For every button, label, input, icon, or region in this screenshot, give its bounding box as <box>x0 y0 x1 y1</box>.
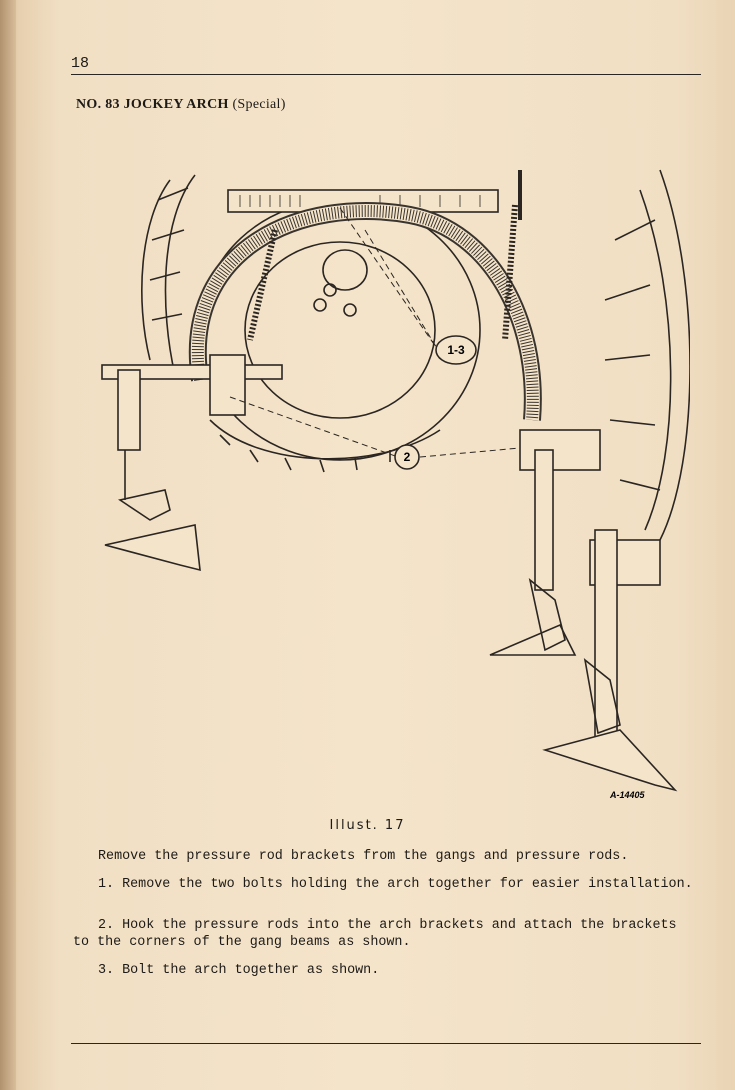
callout-2-label: 2 <box>404 450 411 464</box>
header-rule <box>71 74 701 75</box>
jockey-arch-illustration: 1-3 2 A-14405 <box>101 169 690 800</box>
callout-leaders <box>229 207 521 458</box>
right-gang-assembly <box>489 429 678 792</box>
callout-2-bubble: 2 <box>394 444 420 470</box>
callout-1-3-bubble: 1-3 <box>435 335 477 365</box>
illustration-caption: Illust. 17 <box>329 818 406 833</box>
step-3-paragraph: 3. Bolt the arch together as shown. <box>98 963 380 978</box>
footer-rule <box>71 1043 701 1044</box>
book-spine-shadow <box>0 0 16 1090</box>
left-tire-drawing <box>141 174 196 376</box>
left-gang-beam <box>101 354 283 572</box>
callout-1-3-label: 1-3 <box>447 343 465 357</box>
step-2-paragraph: 2. Hook the pressure rods into the arch … <box>73 918 677 950</box>
page-number: 18 <box>71 55 90 72</box>
section-title: NO. 83 JOCKEY ARCH (Special) <box>76 97 286 113</box>
section-title-sub: (Special) <box>228 97 286 112</box>
step-1-paragraph: 1. Remove the two bolts holding the arch… <box>98 877 693 892</box>
section-title-main: NO. 83 JOCKEY ARCH <box>76 97 229 112</box>
intro-paragraph: Remove the pressure rod brackets from th… <box>98 849 629 864</box>
jockey-arch-drawing <box>189 202 542 421</box>
figure-id: A-14405 <box>609 790 646 800</box>
pressure-rod-springs <box>247 170 522 341</box>
right-tire-drawing <box>604 169 690 541</box>
